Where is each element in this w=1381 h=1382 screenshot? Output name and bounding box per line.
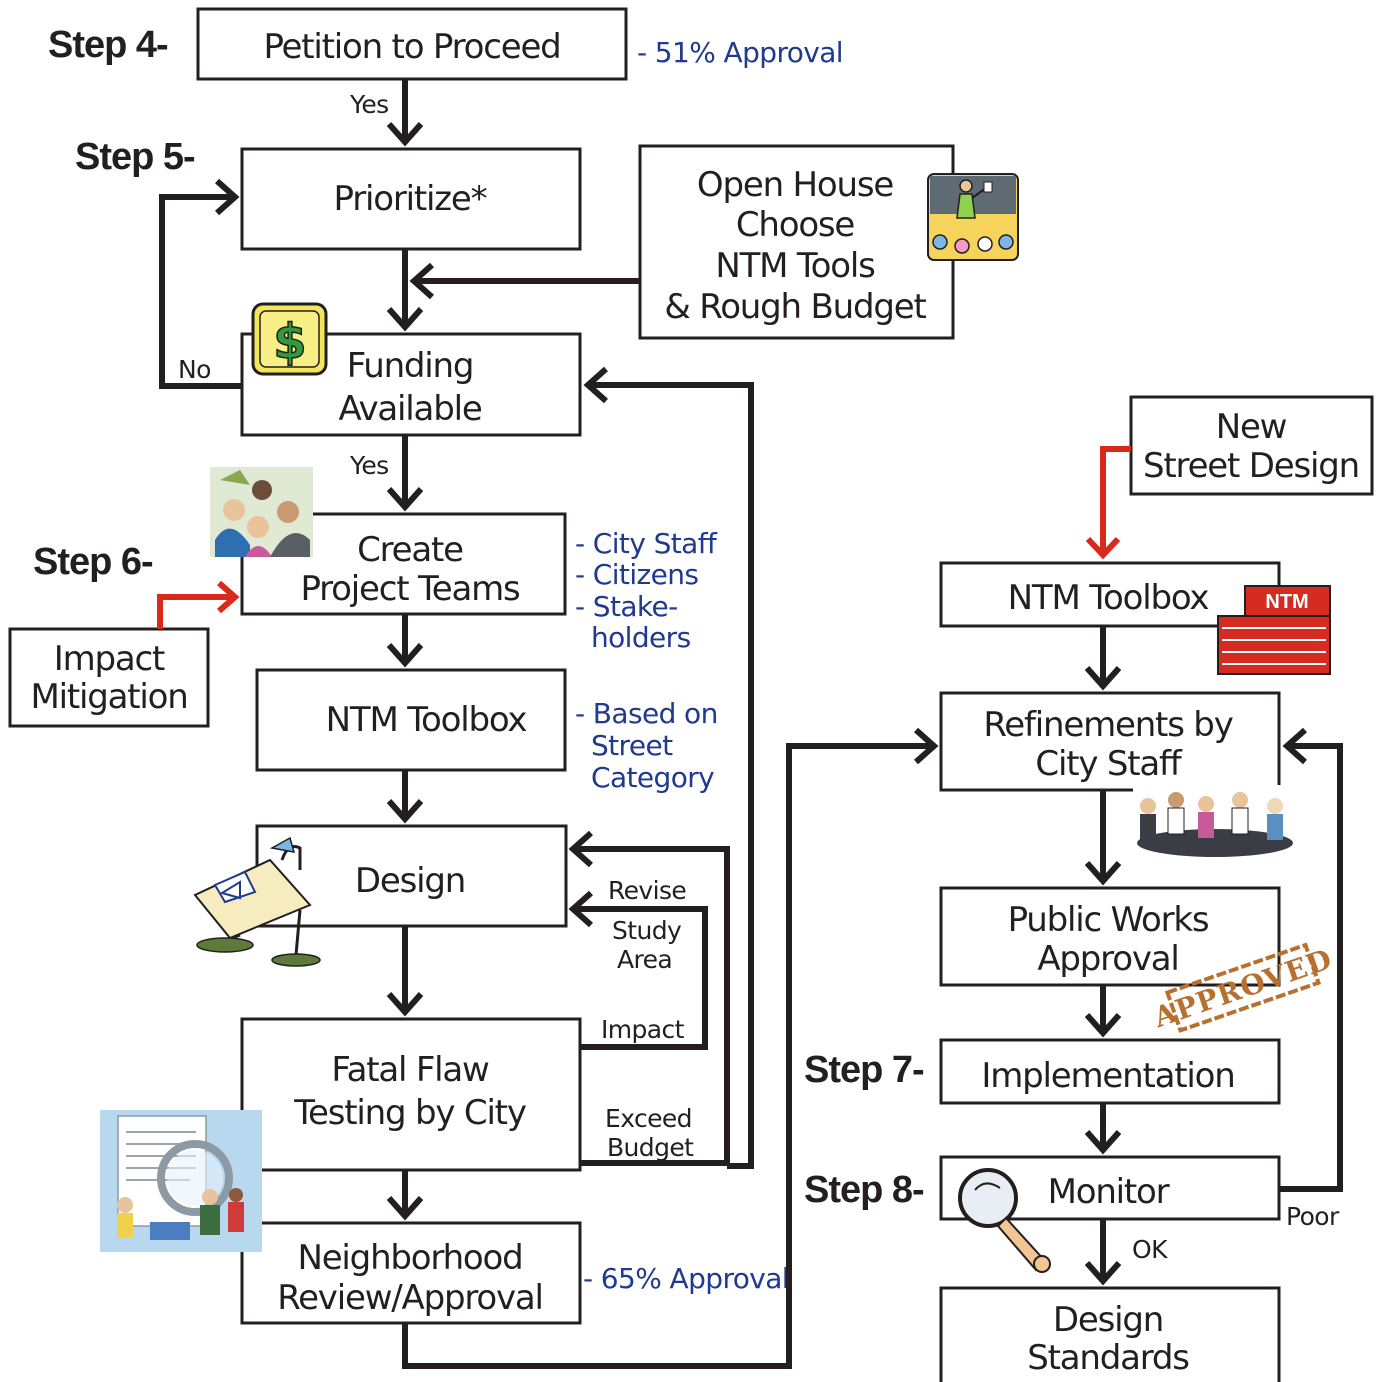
note-category: Category [591, 761, 714, 794]
new-street-line-1: New [1216, 407, 1287, 447]
funding-line-1: Funding [347, 346, 474, 386]
impact-mitigation-line-2: Mitigation [30, 677, 187, 717]
arrow-impact-loop [573, 906, 708, 1050]
implementation-label: Implementation [981, 1056, 1234, 1096]
connectors [159, 80, 1343, 1369]
edge-label-budget: Budget [607, 1133, 694, 1162]
step-5-label: Step 5- [75, 136, 195, 178]
ntm-toolbox-left-label: NTM Toolbox [326, 700, 528, 740]
refinements-line-1: Refinements by [983, 705, 1233, 745]
box-impact-mitigation: Impact Mitigation [8, 627, 210, 728]
ntm-badge-text: NTM [1265, 591, 1308, 613]
arrow-poor-loop [1280, 743, 1343, 1192]
neighborhood-line-2: Review/Approval [277, 1278, 543, 1318]
magnifying-glass-icon [958, 1168, 1051, 1273]
box-ntm-toolbox-left: NTM Toolbox [255, 668, 567, 772]
design-label: Design [355, 861, 465, 901]
note-stakeholders-1: - Stake- [575, 590, 678, 623]
create-teams-line-2: Project Teams [300, 569, 520, 609]
box-prioritize-label: Prioritize* [334, 179, 487, 219]
dollar-sign: $ [273, 314, 306, 370]
box-design-standards: Design Standards [939, 1286, 1281, 1382]
box-fatal-flaw: Fatal Flaw Testing by City [240, 1017, 582, 1172]
open-house-line-4: & Rough Budget [664, 287, 926, 327]
box-new-street-design: New Street Design [1129, 395, 1374, 496]
note-65-approval: - 65% Approval [583, 1262, 789, 1295]
presenter-icon [927, 173, 1019, 261]
step-8-label: Step 8- [804, 1169, 924, 1211]
arrow-revise-loop [573, 846, 730, 1166]
step-7-label: Step 7- [804, 1049, 924, 1091]
public-works-line-1: Public Works [1008, 900, 1209, 940]
note-street: Street [591, 729, 673, 762]
meeting-icon [1133, 785, 1299, 857]
edge-label-yes-2: Yes [349, 451, 389, 480]
design-standards-line-1: Design [1053, 1300, 1163, 1340]
red-connectors [157, 446, 1131, 629]
arrow-impact-mitigation [157, 594, 235, 629]
design-standards-line-2: Standards [1027, 1338, 1189, 1378]
edge-label-ok: OK [1132, 1235, 1168, 1264]
edge-label-study: Study [612, 916, 682, 945]
box-implementation: Implementation [939, 1038, 1281, 1105]
funding-line-2: Available [338, 389, 481, 429]
money-icon: $ [251, 302, 328, 376]
box-ntm-toolbox-right: NTM Toolbox [939, 561, 1281, 628]
box-petition-label: Petition to Proceed [263, 27, 560, 67]
box-prioritize: Prioritize* [240, 147, 582, 251]
box-design: Design [255, 824, 568, 928]
note-based-on: - Based on [575, 697, 718, 730]
fatal-flaw-line-2: Testing by City [293, 1093, 527, 1133]
impact-mitigation-line-1: Impact [54, 639, 165, 679]
step-6-label: Step 6- [33, 541, 153, 583]
note-city-staff: - City Staff [575, 527, 718, 560]
note-51-approval: - 51% Approval [637, 36, 843, 69]
magnifier-document-icon [100, 1110, 262, 1252]
edge-label-impact: Impact [601, 1015, 685, 1044]
open-house-line-3: NTM Tools [715, 246, 875, 286]
toolbox-icon: NTM [1217, 585, 1331, 675]
ntm-toolbox-right-label: NTM Toolbox [1008, 578, 1210, 618]
edge-label-revise: Revise [608, 876, 686, 905]
create-teams-line-1: Create [357, 530, 463, 570]
monitor-label: Monitor [1048, 1172, 1170, 1212]
box-refinements: Refinements by City Staff [939, 691, 1281, 792]
box-neighborhood: Neighborhood Review/Approval [240, 1221, 582, 1325]
box-create-teams: Create Project Teams [240, 512, 567, 616]
arrow-exceed-budget-loop [588, 382, 754, 1169]
arrow-new-street [1100, 446, 1131, 555]
drafting-table-icon [193, 836, 321, 967]
edge-label-yes-1: Yes [349, 90, 389, 119]
arrow-no-loop [159, 194, 242, 389]
neighborhood-line-1: Neighborhood [297, 1238, 522, 1278]
open-house-line-1: Open House [697, 165, 893, 205]
team-icon [210, 467, 313, 557]
edge-label-area: Area [617, 945, 672, 974]
box-open-house: Open House Choose NTM Tools & Rough Budg… [638, 144, 955, 340]
new-street-line-2: Street Design [1143, 446, 1359, 486]
fatal-flaw-line-1: Fatal Flaw [331, 1050, 489, 1090]
refinements-line-2: City Staff [1035, 744, 1182, 784]
step-4-label: Step 4- [48, 24, 168, 66]
note-stakeholders-2: holders [591, 621, 691, 654]
edge-label-exceed: Exceed [605, 1104, 692, 1133]
open-house-line-2: Choose [736, 205, 855, 245]
box-petition: Petition to Proceed [196, 7, 628, 81]
arrow-neighborhood-refinements [402, 743, 934, 1369]
note-citizens: - Citizens [575, 558, 698, 591]
edge-label-poor: Poor [1286, 1202, 1340, 1231]
public-works-line-2: Approval [1037, 939, 1178, 979]
box-public-works: Public Works Approval [939, 886, 1281, 987]
edge-label-no: No [178, 355, 211, 384]
